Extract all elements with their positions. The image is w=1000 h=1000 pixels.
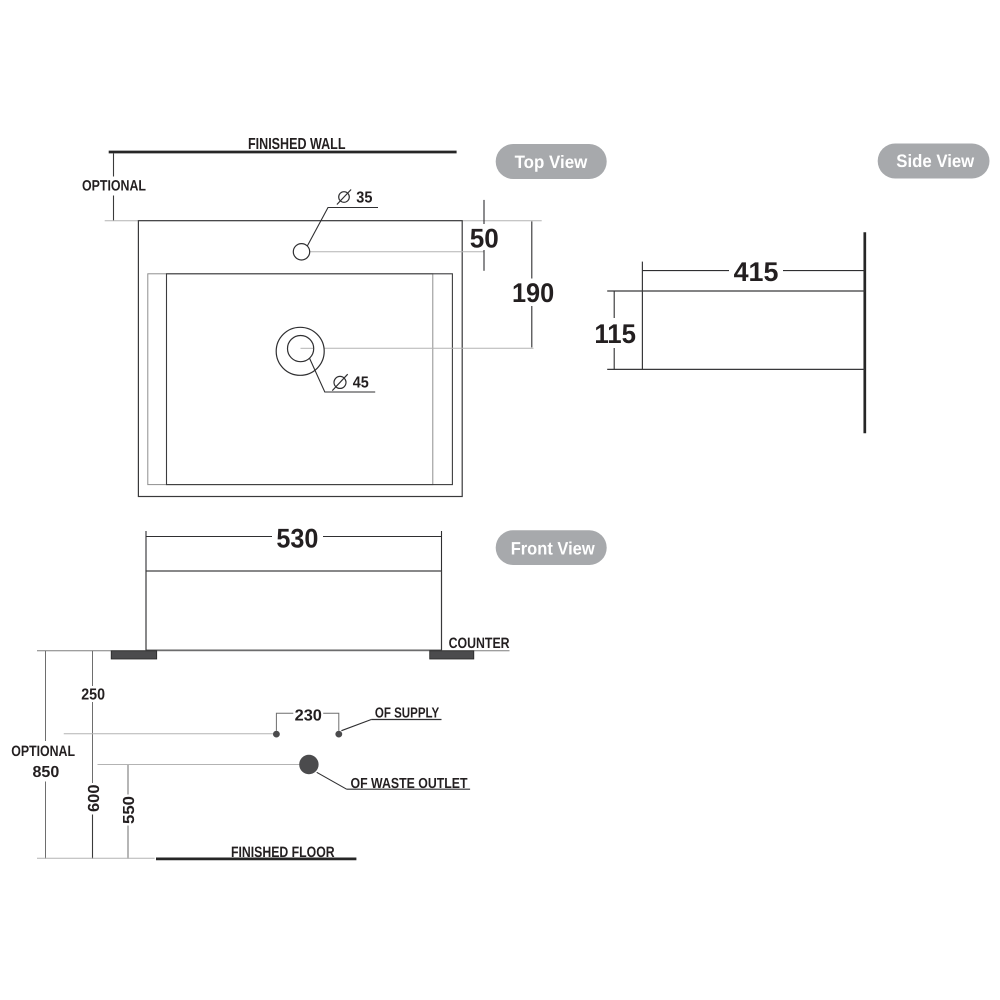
svg-text:45: 45 [353,374,369,391]
svg-text:OPTIONAL: OPTIONAL [11,743,75,760]
svg-text:FINISHED FLOOR: FINISHED FLOOR [231,844,335,861]
svg-text:50: 50 [470,224,499,254]
svg-text:Front View: Front View [511,538,596,558]
svg-text:Top View: Top View [515,152,589,172]
svg-text:190: 190 [512,278,554,308]
svg-text:530: 530 [276,523,318,553]
svg-text:COUNTER: COUNTER [449,635,510,652]
svg-text:35: 35 [356,190,372,207]
svg-text:250: 250 [81,687,105,704]
svg-text:OPTIONAL: OPTIONAL [82,177,146,194]
svg-text:OF WASTE OUTLET: OF WASTE OUTLET [351,776,468,792]
svg-text:230: 230 [295,707,322,724]
svg-text:600: 600 [86,784,103,812]
svg-text:850: 850 [33,764,60,781]
svg-text:Side View: Side View [896,151,975,171]
svg-text:FINISHED WALL: FINISHED WALL [248,136,346,153]
svg-text:550: 550 [121,796,138,824]
svg-text:OF SUPPLY: OF SUPPLY [375,705,440,721]
svg-text:115: 115 [594,319,636,349]
svg-text:415: 415 [734,257,779,287]
